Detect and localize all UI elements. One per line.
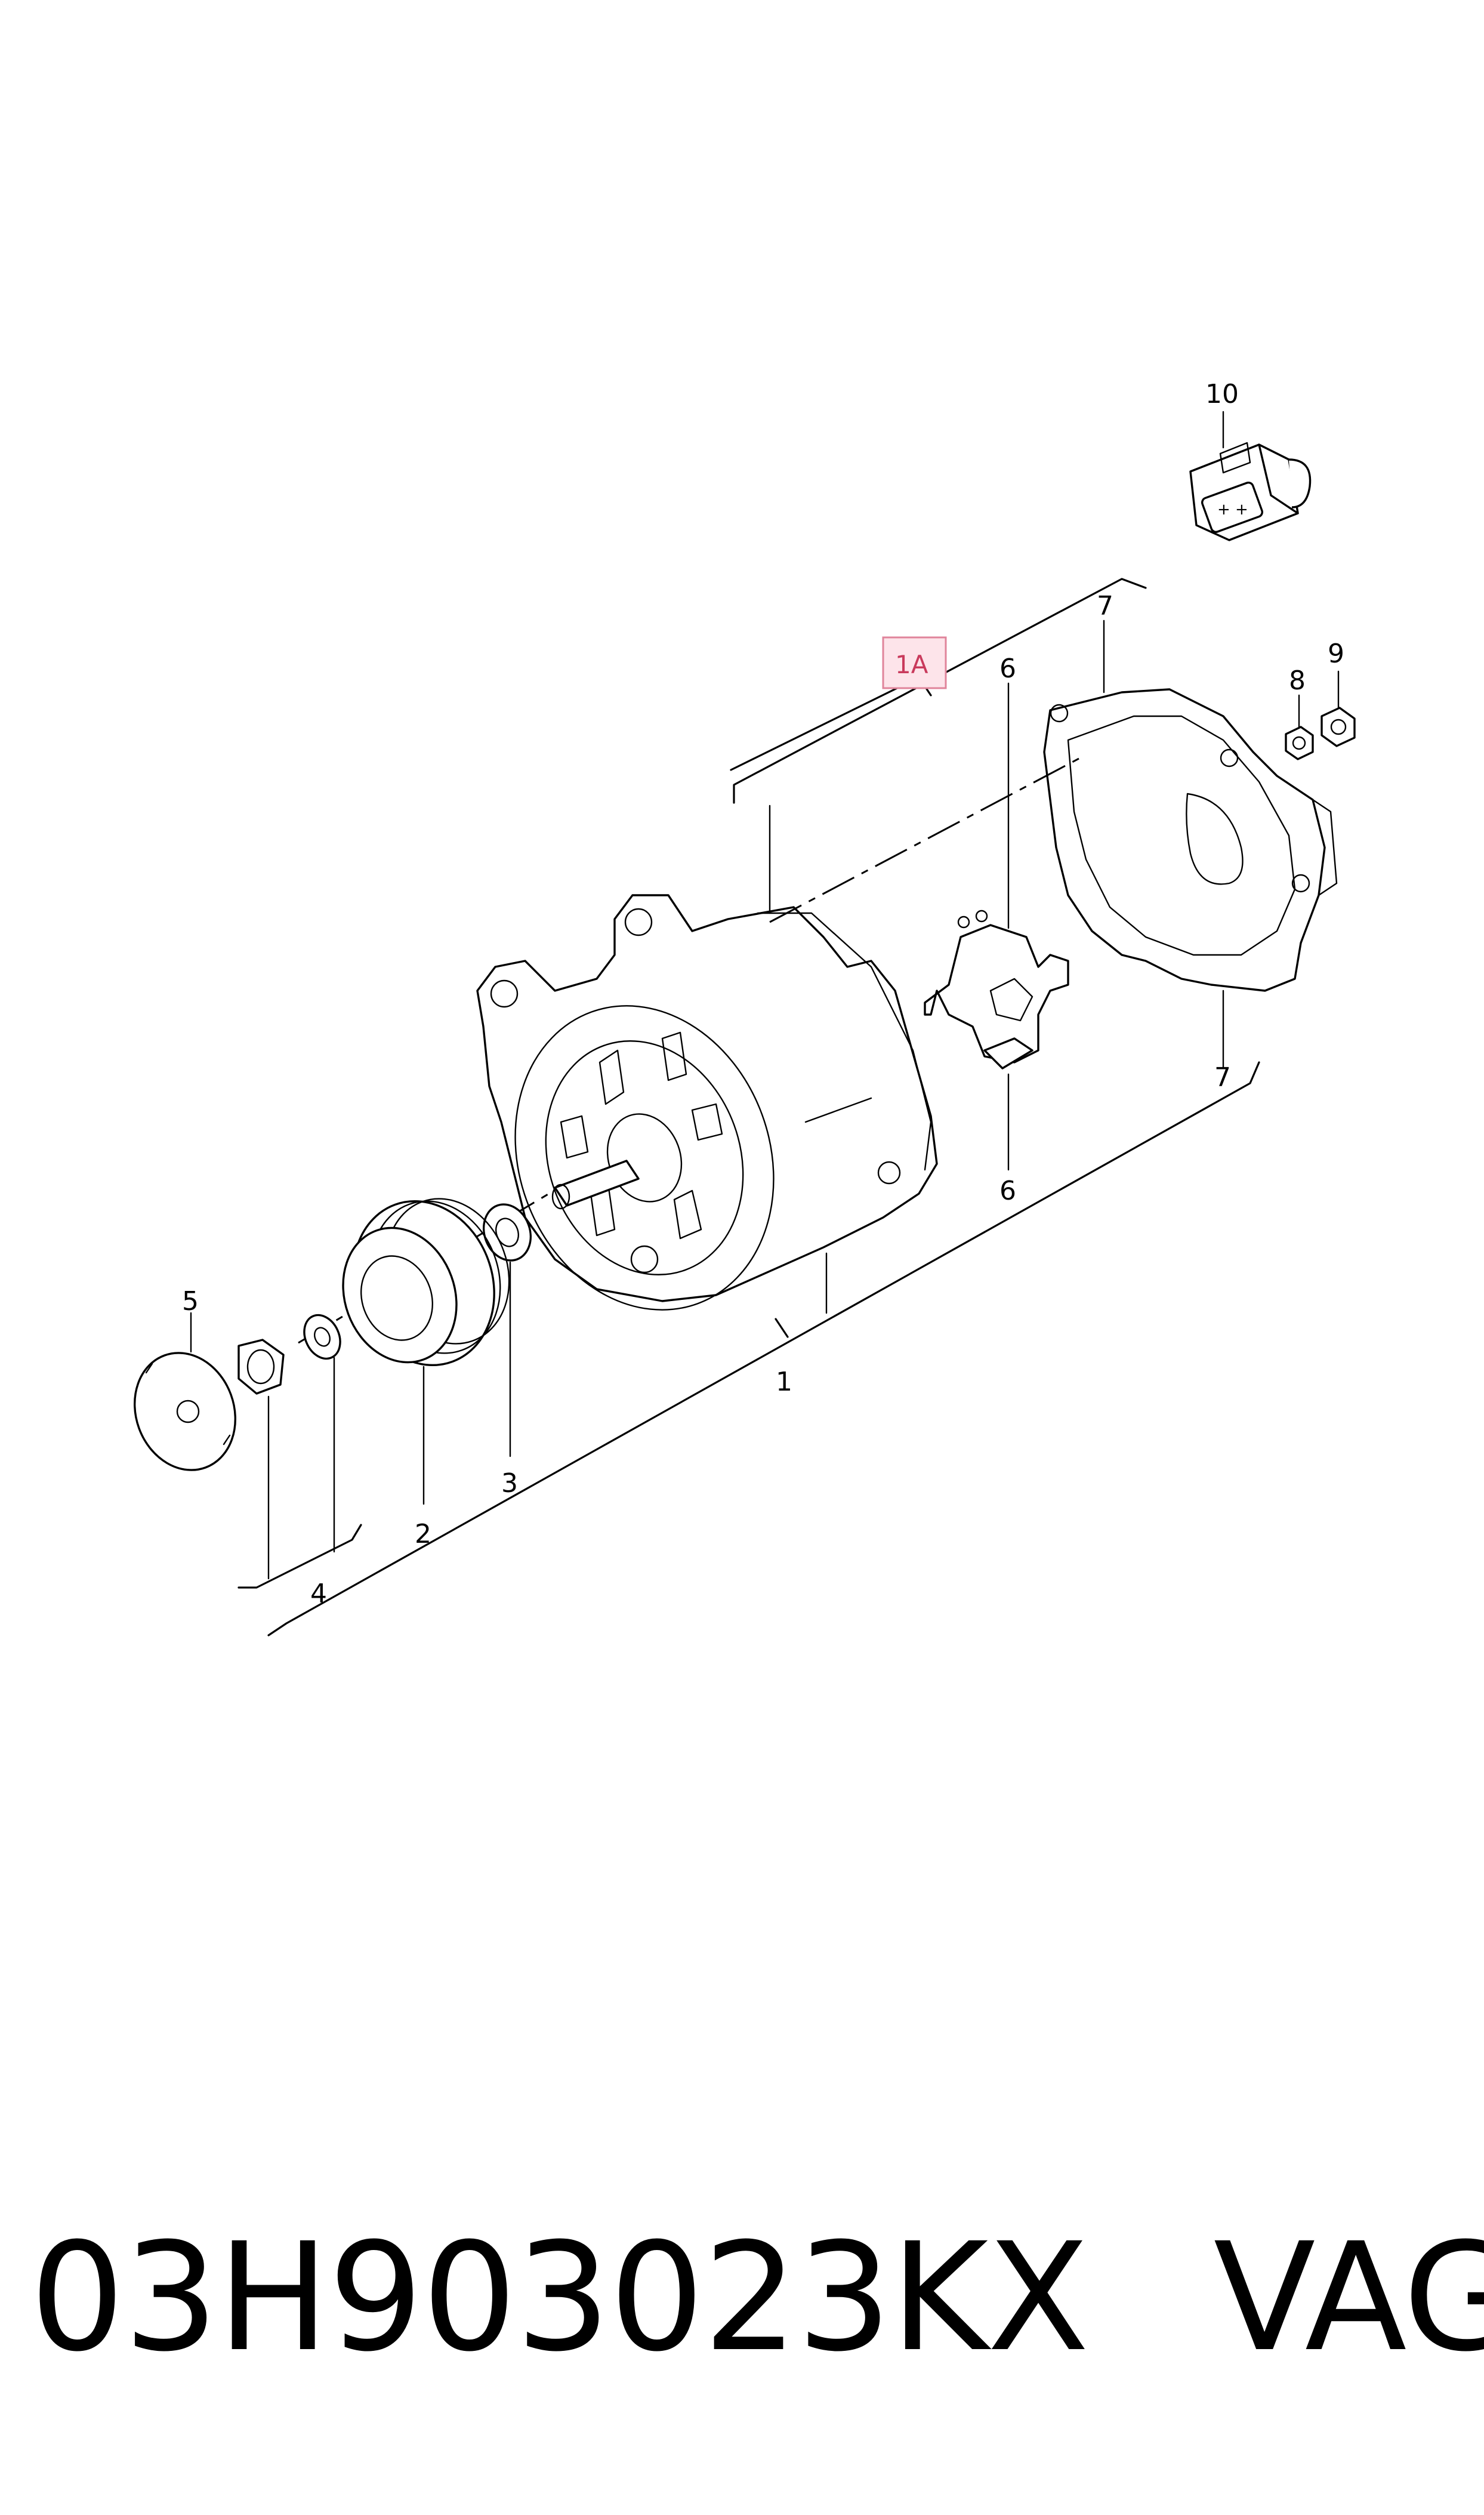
brand-name: VAG [1213,2211,1484,2384]
callout-2: 2 [415,1519,431,1549]
voltage-regulator-part[interactable] [924,910,1069,1070]
callout-9: 9 [1328,639,1344,669]
callout-1a: 1A [895,650,928,679]
pulley-part[interactable] [325,1181,529,1385]
rear-cover-part[interactable] [1043,688,1338,992]
nut-part-8[interactable] [1285,726,1314,760]
callout-7-bottom: 7 [1214,1062,1231,1093]
callout-6-bottom: 6 [999,1176,1016,1206]
callout-1a-highlight: 1A [882,636,947,689]
callout-5: 5 [182,1286,199,1317]
washer-part[interactable] [298,1309,347,1365]
spacer-ring-part[interactable] [476,1198,538,1267]
callout-6-top: 6 [999,654,1016,684]
pulley-cap-part[interactable] [119,1339,252,1484]
callout-7-top: 7 [1097,591,1113,621]
callout-8: 8 [1289,665,1306,696]
nut-part-9[interactable] [1321,707,1356,747]
alternator-body-part[interactable] [474,894,938,1346]
callout-3: 3 [501,1468,518,1499]
callout-1: 1 [776,1367,792,1397]
svg-text:+ +: + + [1217,501,1248,519]
hex-nut-part[interactable] [237,1339,285,1395]
part-number: 03H903023KX [30,2211,1090,2384]
connector-plug-part[interactable]: + + [1189,442,1312,541]
callout-10: 10 [1205,379,1239,409]
part-caption: 03H903023KX VAG [30,2208,1484,2387]
callout-4: 4 [310,1579,327,1609]
